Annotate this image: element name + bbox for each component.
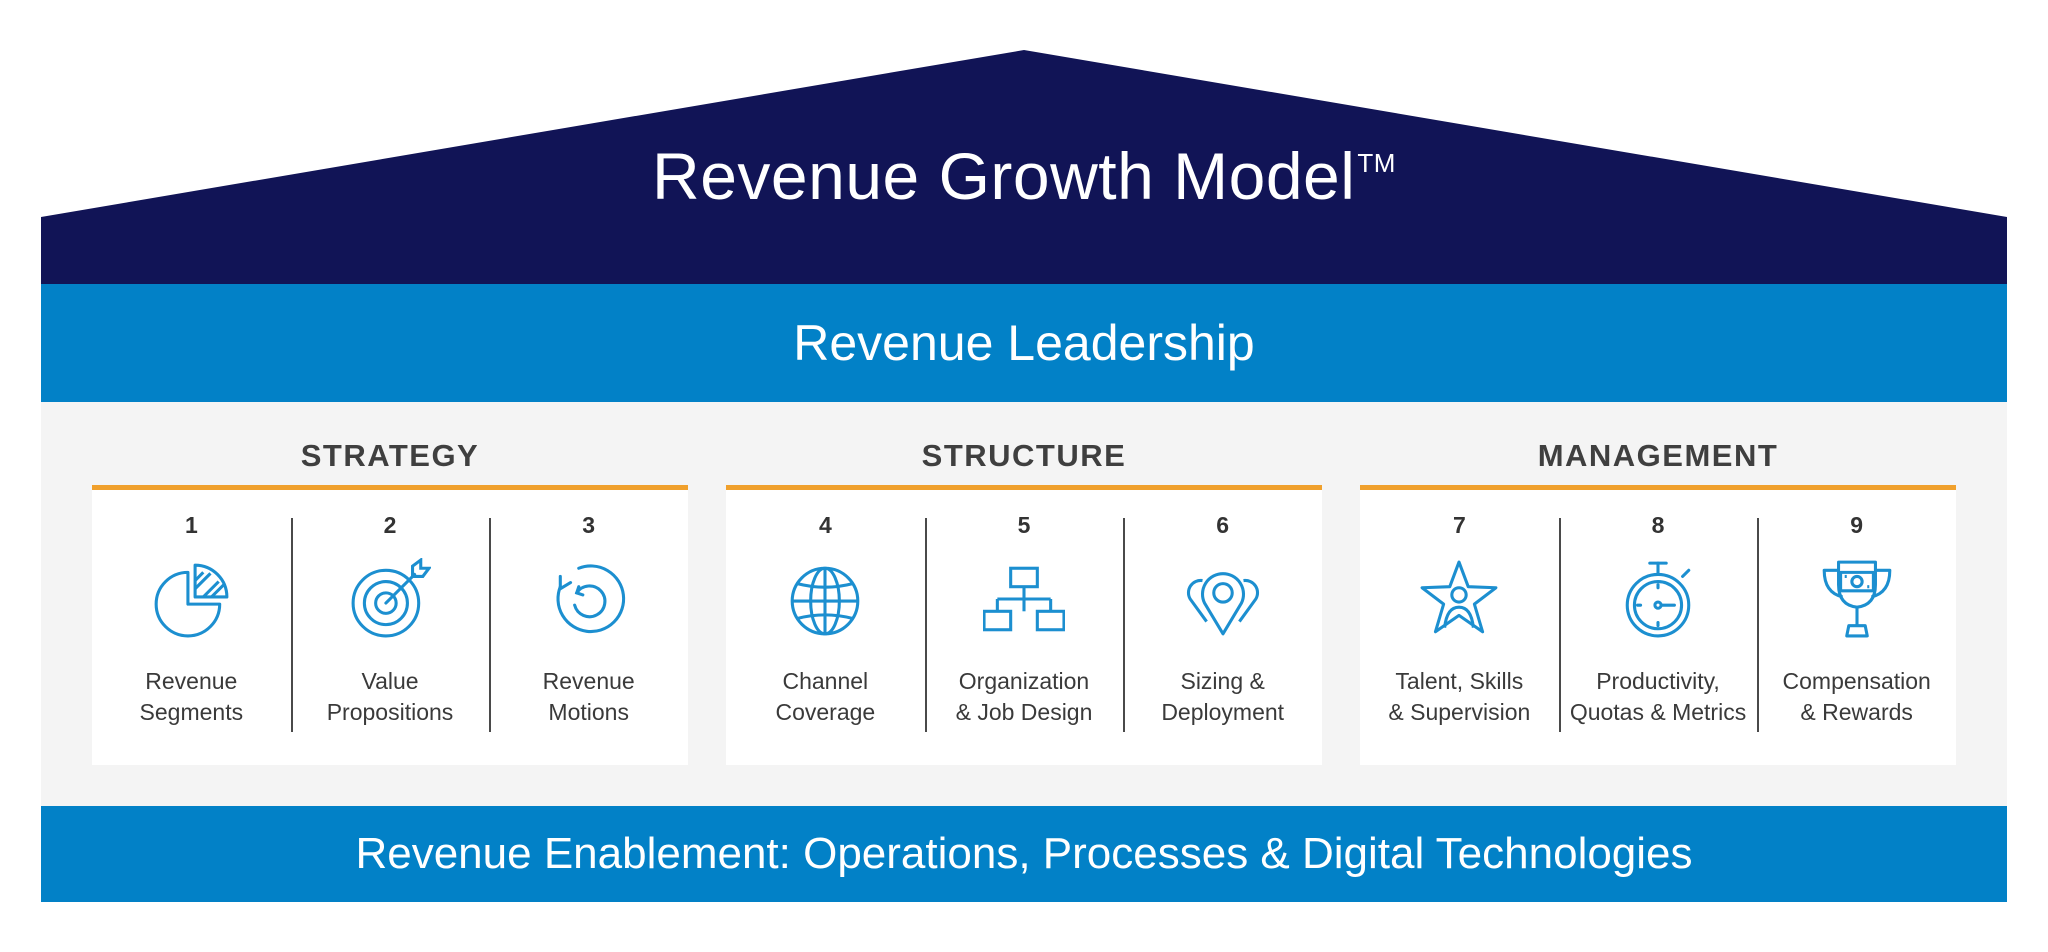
label-line: Sizing &	[1180, 668, 1265, 694]
pillar-label: Productivity, Quotas & Metrics	[1570, 666, 1746, 728]
label-line: Revenue	[542, 668, 635, 694]
pillar-number: 9	[1850, 512, 1864, 538]
pillar-number: 2	[383, 512, 397, 538]
star-person-icon	[1420, 560, 1498, 634]
pillar-number: 1	[184, 512, 198, 538]
pillar-talent-skills-supervision: 7 Talent, Skills & Supervision	[1360, 490, 1559, 765]
pillar-number: 6	[1216, 512, 1230, 538]
label-line: Coverage	[775, 699, 876, 725]
diagram-title: Revenue Growth ModelTM	[0, 138, 2048, 214]
pillar-channel-coverage: 4 Channel Coverage	[726, 490, 925, 765]
pillar-label: Sizing & Deployment	[1161, 666, 1284, 728]
cycle-icon	[556, 564, 625, 634]
group-strategy: STRATEGY 1 Revenue Segments 2	[92, 430, 688, 765]
pillar-productivity-quotas-metrics: 8 Productivity, Quotas & Metrics	[1558, 490, 1758, 765]
group-structure: STRUCTURE 4 Channel Coverage 5	[726, 430, 1322, 765]
label-line: Organization	[958, 668, 1090, 694]
label-line: Channel	[782, 668, 869, 694]
pillar-value-propositions: 2 Value Propositions	[290, 490, 490, 765]
label-line: & Supervision	[1388, 699, 1531, 725]
globe-icon	[790, 566, 860, 636]
title-text: Revenue Growth Model	[652, 139, 1356, 213]
pillar-label: Revenue Segments	[140, 666, 244, 728]
group-rule	[1360, 485, 1956, 490]
pillar-number: 5	[1017, 512, 1031, 538]
pillar-label: Channel Coverage	[775, 666, 875, 728]
label-line: Productivity,	[1596, 668, 1720, 694]
pillar-label: Compensation & Rewards	[1783, 666, 1931, 728]
revenue-leadership-band: Revenue Leadership	[41, 284, 2007, 402]
label-line: Segments	[139, 699, 244, 725]
map-pins-icon	[1186, 572, 1259, 636]
label-line: Propositions	[326, 699, 454, 725]
label-line: Revenue	[145, 668, 238, 694]
label-line: Quotas & Metrics	[1569, 699, 1747, 725]
trademark-mark: TM	[1357, 148, 1396, 178]
org-chart-icon	[983, 566, 1065, 632]
label-line: Deployment	[1161, 699, 1285, 725]
pillar-compensation-rewards: 9 Compensation & Rewards	[1757, 490, 1956, 765]
group-management: MANAGEMENT 7 Talent, Skills & Supervisio…	[1360, 430, 1956, 765]
pillar-label: Value Propositions	[327, 666, 454, 728]
pillar-sizing-deployment: 6 Sizing & Deployment	[1123, 490, 1322, 765]
revenue-enablement-band: Revenue Enablement: Operations, Processe…	[41, 806, 2007, 902]
group-title: STRATEGY	[300, 438, 480, 473]
group-rule	[726, 485, 1322, 490]
group-title: MANAGEMENT	[1537, 438, 1779, 473]
roof-shape	[41, 50, 2007, 290]
pillar-revenue-segments: 1 Revenue Segments	[92, 490, 291, 765]
pillar-organization-job-design: 5 Organization & Job Design	[924, 490, 1124, 765]
pillar-label: Organization & Job Design	[956, 666, 1093, 728]
pillar-number: 3	[582, 512, 596, 538]
label-line: Talent, Skills	[1395, 668, 1524, 694]
stopwatch-icon	[1625, 561, 1691, 638]
label-line: Compensation	[1782, 668, 1931, 694]
label-line: Motions	[548, 699, 629, 725]
label-line: & Rewards	[1800, 699, 1913, 725]
pillar-revenue-motions: 3 Revenue Motions	[489, 490, 688, 765]
pillar-number: 7	[1452, 512, 1466, 538]
group-rule	[92, 485, 688, 490]
pie-chart-icon	[154, 563, 229, 638]
group-title: STRUCTURE	[921, 438, 1127, 473]
label-line: Value	[361, 668, 419, 694]
pillar-number: 8	[1651, 512, 1665, 538]
trophy-money-icon	[1822, 560, 1892, 638]
label-line: & Job Design	[955, 699, 1093, 725]
pillar-number: 4	[818, 512, 832, 538]
target-icon	[351, 558, 431, 638]
pillar-label: Talent, Skills & Supervision	[1388, 666, 1530, 728]
pillar-label: Revenue Motions	[543, 666, 635, 728]
